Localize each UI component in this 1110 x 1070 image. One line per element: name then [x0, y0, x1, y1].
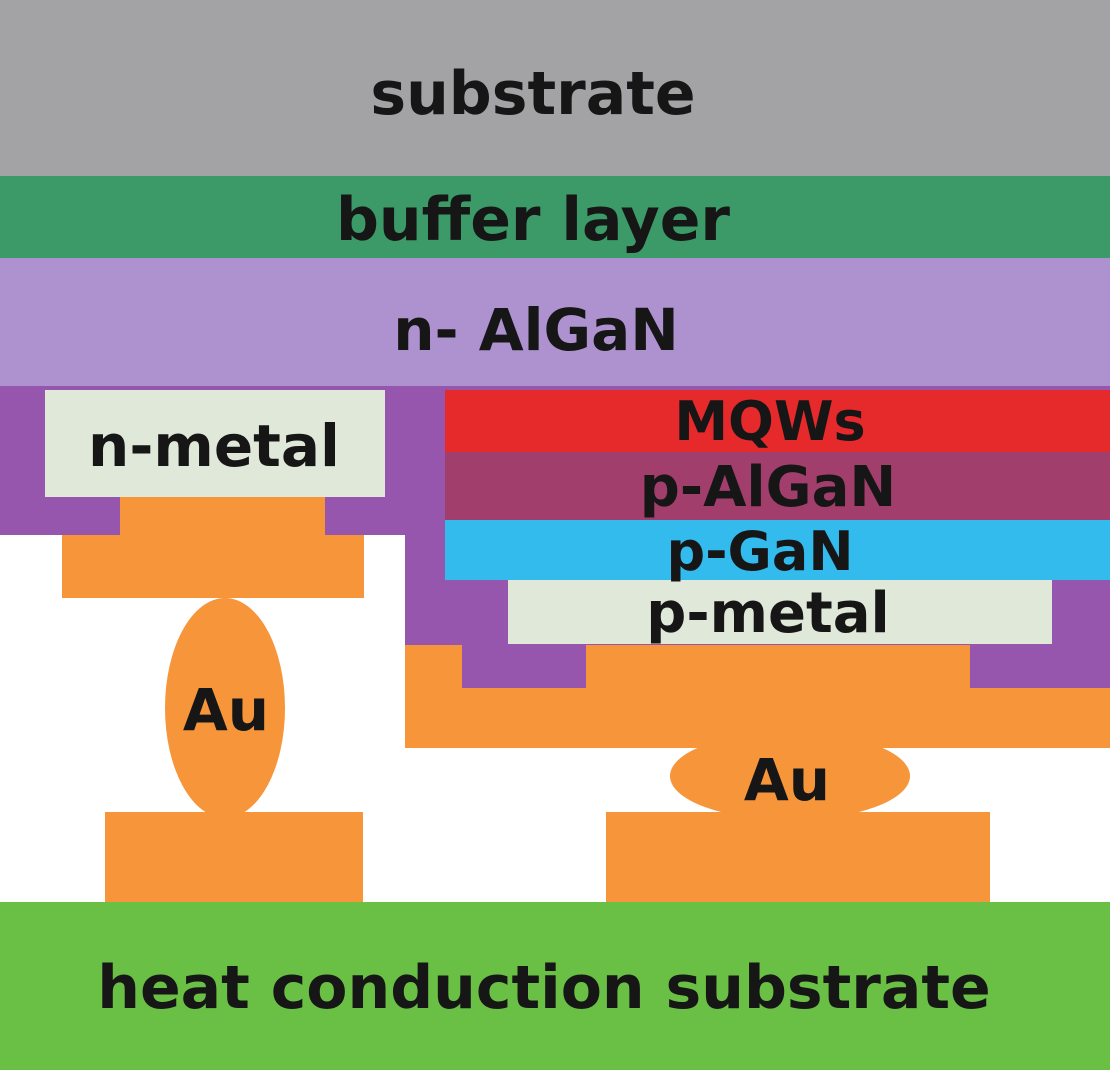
- n-pad-neck: [120, 497, 325, 537]
- heat-conduction-substrate-label: heat conduction substrate: [97, 953, 991, 1023]
- p-gan-label: p-GaN: [666, 520, 853, 583]
- p-metal-contact: [508, 580, 1052, 644]
- left-substrate-pad: [105, 812, 363, 902]
- mqws-label: MQWs: [674, 390, 865, 453]
- n-algan-label: n- AlGaN: [393, 296, 679, 364]
- p-algan-label: p-AlGaN: [640, 455, 896, 520]
- au-bump-right: [670, 732, 910, 820]
- n-metal-contact: [45, 390, 385, 497]
- buffer-layer-label: buffer layer: [336, 185, 730, 255]
- au-left-label: Au: [183, 676, 269, 744]
- right-substrate-pad: [606, 812, 990, 902]
- n-metal-label: n-metal: [88, 412, 340, 480]
- au-right-label: Au: [744, 746, 830, 814]
- heat-conduction-substrate-layer: [0, 902, 1110, 1070]
- n-algan-layer: [0, 258, 1110, 388]
- n-pad: [62, 535, 364, 598]
- p-metal-label: p-metal: [646, 581, 889, 646]
- p-algan-layer: [445, 452, 1110, 520]
- substrate-layer: [0, 0, 1110, 176]
- buffer-layer: [0, 176, 1110, 258]
- substrate-label: substrate: [370, 59, 695, 129]
- p-pad: [405, 645, 1110, 748]
- p-gan-layer: [445, 520, 1110, 580]
- mqws-layer: [445, 390, 1110, 452]
- au-bump-left: [165, 598, 285, 818]
